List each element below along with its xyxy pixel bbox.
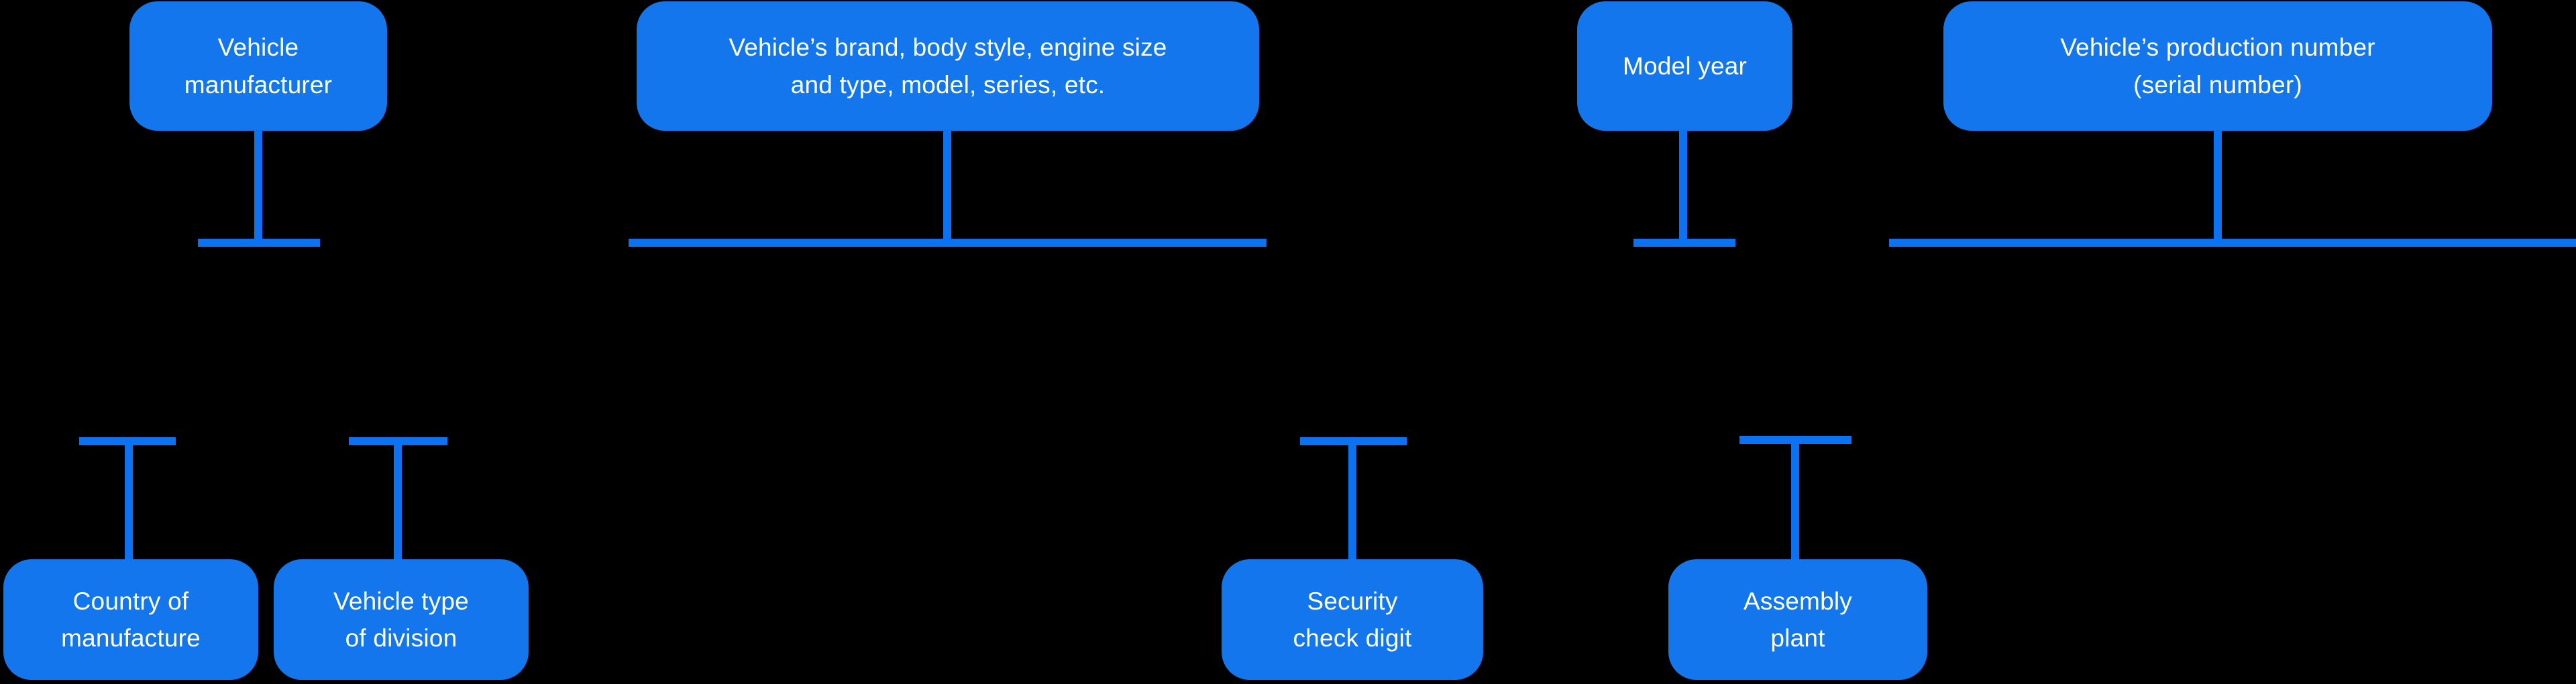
connector-stem-production-number: [2214, 129, 2222, 243]
node-model-year: Model year: [1577, 1, 1792, 131]
connector-stem-vehicle-type-division: [394, 437, 402, 559]
connector-stem-model-year: [1679, 129, 1687, 243]
node-production-number-label: Vehicle’s production number (serial numb…: [2060, 34, 2375, 99]
connector-bar-brand-body-style: [629, 239, 1267, 247]
connector-stem-country-of-manufacture: [125, 437, 133, 559]
node-security-check-digit: Security check digit: [1222, 559, 1483, 680]
node-vehicle-manufacturer-label: Vehicle manufacturer: [184, 34, 333, 99]
node-brand-body-style: Vehicle’s brand, body style, engine size…: [637, 1, 1259, 131]
node-assembly-plant: Assembly plant: [1668, 559, 1927, 680]
node-brand-body-style-label: Vehicle’s brand, body style, engine size…: [729, 34, 1167, 99]
node-country-of-manufacture-label: Country of manufacture: [61, 587, 201, 652]
node-production-number: Vehicle’s production number (serial numb…: [1943, 1, 2492, 131]
connector-stem-assembly-plant: [1791, 436, 1799, 559]
node-assembly-plant-label: Assembly plant: [1743, 587, 1852, 652]
node-model-year-label: Model year: [1622, 52, 1748, 80]
node-security-check-digit-label: Security check digit: [1293, 587, 1412, 652]
node-country-of-manufacture: Country of manufacture: [3, 559, 258, 680]
node-vehicle-manufacturer: Vehicle manufacturer: [129, 1, 387, 131]
node-vehicle-type-division-label: Vehicle type of division: [333, 587, 469, 652]
connector-stem-vehicle-manufacturer: [254, 129, 262, 243]
connector-stem-security-check-digit: [1348, 437, 1356, 559]
connector-tick-model-year: [1633, 239, 1735, 247]
node-vehicle-type-division: Vehicle type of division: [274, 559, 529, 680]
connector-bar-production-number: [1889, 239, 2576, 247]
connector-stem-brand-body-style: [943, 129, 951, 243]
connector-tick-vehicle-manufacturer: [198, 239, 320, 247]
